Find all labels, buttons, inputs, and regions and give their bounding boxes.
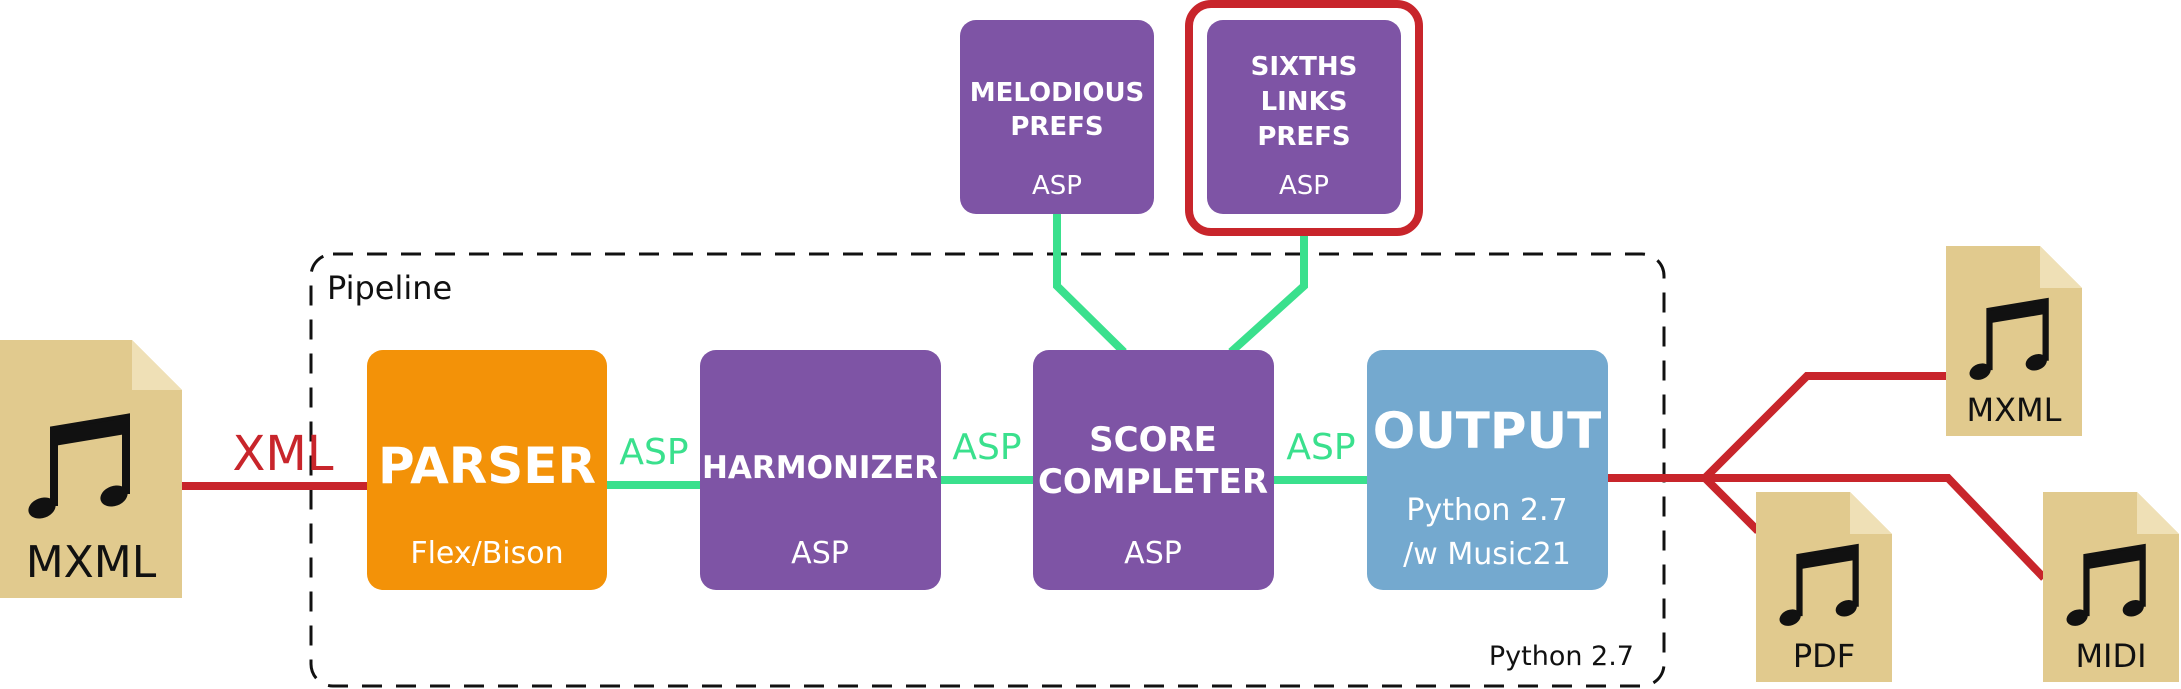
output-title: OUTPUT <box>1373 402 1602 460</box>
output-file-mxml-label: MXML <box>1967 391 2062 429</box>
score-completer-box: SCORE COMPLETER ASP <box>1033 350 1274 590</box>
output-file-midi-label: MIDI <box>2075 637 2146 675</box>
output-file-pdf-label: PDF <box>1793 637 1855 675</box>
output-file-midi: MIDI <box>2043 492 2179 682</box>
harmonizer-title: HARMONIZER <box>702 450 938 486</box>
edge-label-asp-2: ASP <box>952 427 1021 468</box>
score-completer-title-line2: COMPLETER <box>1038 462 1268 502</box>
output-box: OUTPUT Python 2.7 /w Music21 <box>1367 350 1608 590</box>
melodious-prefs-box: MELODIOUS PREFS ASP <box>960 20 1154 214</box>
parser-box: PARSER Flex/Bison <box>367 350 607 590</box>
pipeline-frame <box>309 252 1666 688</box>
parser-title: PARSER <box>378 437 596 495</box>
edge-label-asp-3: ASP <box>1286 427 1355 468</box>
melodious-title-line1: MELODIOUS <box>970 78 1145 108</box>
harmonizer-box: HARMONIZER ASP <box>700 350 941 590</box>
pipeline-footer: Python 2.7 <box>1489 641 1634 672</box>
edge-to-midi <box>1705 474 2047 581</box>
input-file-label: MXML <box>26 537 157 588</box>
sixths-title-line1: SIXTHS <box>1251 52 1358 82</box>
sixths-title-line2: LINKS <box>1261 87 1348 117</box>
edge-melodious-completer <box>1053 212 1127 355</box>
score-completer-sub: ASP <box>1124 536 1182 571</box>
pipeline-label: Pipeline <box>327 269 452 307</box>
edge-label-asp-1: ASP <box>619 432 688 473</box>
output-file-mxml: MXML <box>1946 246 2082 436</box>
sixths-sub: ASP <box>1279 171 1329 201</box>
sixths-title-line3: PREFS <box>1257 122 1350 152</box>
edge-sixths-completer <box>1228 232 1308 355</box>
melodious-title-line2: PREFS <box>1010 112 1103 142</box>
melodious-sub: ASP <box>1032 171 1082 201</box>
score-completer-title-line1: SCORE <box>1089 420 1217 460</box>
sixths-links-prefs-box: SIXTHS LINKS PREFS ASP <box>1185 0 1423 236</box>
output-sub-line1: Python 2.7 <box>1406 493 1567 528</box>
edge-to-mxml <box>1702 372 1948 481</box>
highlight-frame <box>1185 0 1423 236</box>
edge-label-xml: XML <box>232 426 333 482</box>
harmonizer-sub: ASP <box>791 536 849 571</box>
output-sub-line2: /w Music21 <box>1403 537 1571 572</box>
output-file-pdf: PDF <box>1756 492 1892 682</box>
parser-sub: Flex/Bison <box>410 536 563 571</box>
edge-to-pdf <box>1702 475 1761 534</box>
input-file-mxml: MXML <box>0 340 182 598</box>
